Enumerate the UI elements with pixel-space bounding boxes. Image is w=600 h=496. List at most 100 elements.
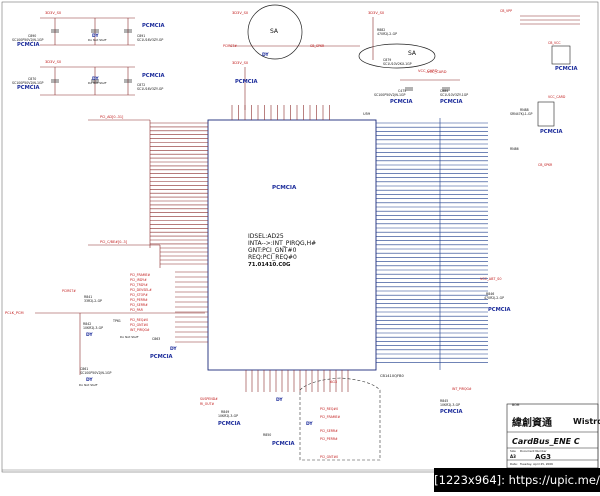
part-ref: R845 [440, 399, 448, 403]
part-value: SC100P50V2JN-1GP [80, 371, 111, 375]
net-label: VCC_CARD [418, 69, 438, 73]
chip-part: CB1410QFB0 [380, 374, 404, 378]
part-value: 10KR2J-3-GP [218, 414, 238, 418]
chip-inta: INTA-->:INT_PIRQG,H# [248, 240, 316, 247]
net-label: PCI_DEVSEL# [130, 288, 152, 292]
part-ref: C884 [440, 89, 448, 93]
block-label: PCMCIA [235, 79, 258, 85]
date-value: Tuesday, April 25, 2006 [519, 462, 553, 466]
part-value: SC100P50V2JN-1GP [374, 93, 405, 97]
sa-circle [247, 4, 303, 60]
rn88-group: RN88 SRN47KJ-1-GP PCMCIA VCC_CARD [510, 95, 566, 135]
block-label: PCMCIA [272, 441, 295, 447]
cap-pair-mid: VCC_CARD C475 SC100P50V2JN-1GP PCMCIA C8… [374, 70, 468, 105]
testpoint-ref: TP61 [112, 319, 121, 323]
net-label: PCI_GNT#0 [130, 323, 148, 327]
company-name: 緯創資通 [512, 416, 552, 429]
company-name-en: Wistron [573, 417, 600, 426]
chip-req: REQ:PCI_REQ#0 [248, 254, 297, 261]
part-value: 470R2J-2-GP [484, 296, 504, 300]
net-label: RI_OUT# [200, 402, 215, 406]
chip-ref: U59 [363, 112, 371, 116]
part-ref: R850 [263, 433, 271, 437]
part-ref: RN88 [520, 108, 529, 112]
part-ref: C879 [383, 58, 391, 62]
part-ref: R849 [221, 410, 229, 414]
net-label: INT_PIRQG# [130, 328, 150, 332]
sa-ellipse-group: SA 3D3V_S0 R882 470R2J-2-GP C879 SC1U10V… [358, 11, 438, 73]
net-label: CB_SPKR [538, 163, 553, 167]
size-value: A3 [510, 454, 516, 459]
block-label: PCMCIA [17, 85, 40, 91]
part-ref: C870 [28, 77, 36, 81]
dns-label: Do Not Stuff [88, 81, 107, 85]
dy-label: DY [86, 377, 93, 383]
date-label: Date: [510, 462, 518, 466]
net-label: PCI_PAR [130, 308, 144, 312]
net-label: PCI_REQ#0 [320, 407, 338, 411]
block-label: PCMCIA [150, 354, 173, 360]
block-label: PCMCIA [555, 66, 578, 72]
net-label: INT_PIRQG# [452, 387, 472, 391]
rn-body [537, 101, 555, 127]
rn-group-top-right: CB_VPP CB_VCC PCMCIA [500, 9, 580, 72]
bottom-left-group: SUSPEND# RI_OUT# R849 10KR2J-3-GP PCMCIA… [200, 147, 553, 461]
block-label: PCMCIA [17, 42, 40, 48]
docnum-value: AG3 [535, 453, 551, 461]
net-label-vcc: 3D3V_S0 [232, 61, 249, 65]
bus-label-cbe: PCI_C/BE#[0..3] [100, 240, 128, 244]
size-label: Size [510, 449, 516, 453]
chip-name: PCMCIA [272, 185, 297, 191]
block-label: PCMCIA [488, 307, 511, 313]
part-value: SC1U10V3ZY-1GP [440, 93, 468, 97]
part-ref: C863 [152, 337, 160, 341]
net-label: SUSPEND# [200, 397, 218, 401]
dy-label: DY [276, 397, 283, 403]
net-label-clk: PCLK_PCM [5, 311, 24, 315]
dns-label: Do Not Stuff [88, 38, 107, 42]
net-label: CB_VCC [548, 41, 561, 45]
net-label: VCC_CARD [548, 95, 566, 99]
dns-label: Do Not Stuff [120, 335, 139, 339]
net-label: PCI_STOP# [130, 293, 148, 297]
net-label-vcc: 3D3V_S0 [45, 11, 62, 15]
part-ref: R882 [377, 28, 385, 32]
net-label: AG3 [330, 380, 337, 384]
net-label: PCIRST# [223, 44, 237, 48]
part-ref: C872 [137, 83, 145, 87]
part-value: SC100P50V2JN-1GP [12, 81, 43, 85]
part-value: SC1U10V2KX-1GP [383, 62, 412, 66]
chip-idsel: IDSEL:AD25 [248, 233, 284, 240]
block-label: PCMCIA [440, 409, 463, 415]
page-border [1, 1, 599, 473]
pcmcia-controller: PCMCIA U59 CB1410QFB0 IDSEL:AD25 INTA-->… [207, 112, 404, 378]
decoupling-group-top-2: 3D3V_S0 C870 SC100P50V2JN-1GP PCMCIA DY … [12, 60, 165, 96]
net-label-vcc: 3D3V_S0 [45, 60, 62, 64]
pci-control-nets: PCI_FRAME# PCI_IRDY# PCI_TRDY# PCI_DEVSE… [5, 273, 205, 387]
part-value: SRN47KJ-1-GP [510, 112, 533, 116]
ad-bus-lines [150, 122, 208, 343]
block-label: PCMCIA [540, 129, 563, 135]
net-label: PCI_SERR# [130, 303, 148, 307]
title-block: BOM 緯創資通 Wistron CardBus_ENE C Size A3 D… [506, 403, 600, 469]
net-label: PCI_REQ#0 [130, 318, 148, 322]
net-label: CB_SPKR [310, 44, 325, 48]
net-label: PCI_FRAME# [130, 273, 151, 277]
dy-label: DY [92, 33, 99, 39]
dy-label: DY [306, 421, 313, 427]
dy-label: DY [170, 346, 177, 352]
block-label: PCMCIA [440, 99, 463, 105]
part-ref: R846 [486, 292, 494, 296]
card-bus-lines [376, 118, 488, 370]
net-label: PCI_PERR# [130, 298, 148, 302]
bom-label: BOM [512, 403, 520, 407]
part-value: 33R2J-2-GP [84, 299, 102, 303]
net-label: CB_VPP [500, 9, 512, 13]
part-ref: C861 [80, 367, 88, 371]
block-label: PCMCIA [142, 23, 165, 29]
top-pin-lines [231, 105, 330, 120]
block-label: PCMCIA [390, 99, 413, 105]
part-value: SC1U16V3ZY-GP [137, 87, 163, 91]
